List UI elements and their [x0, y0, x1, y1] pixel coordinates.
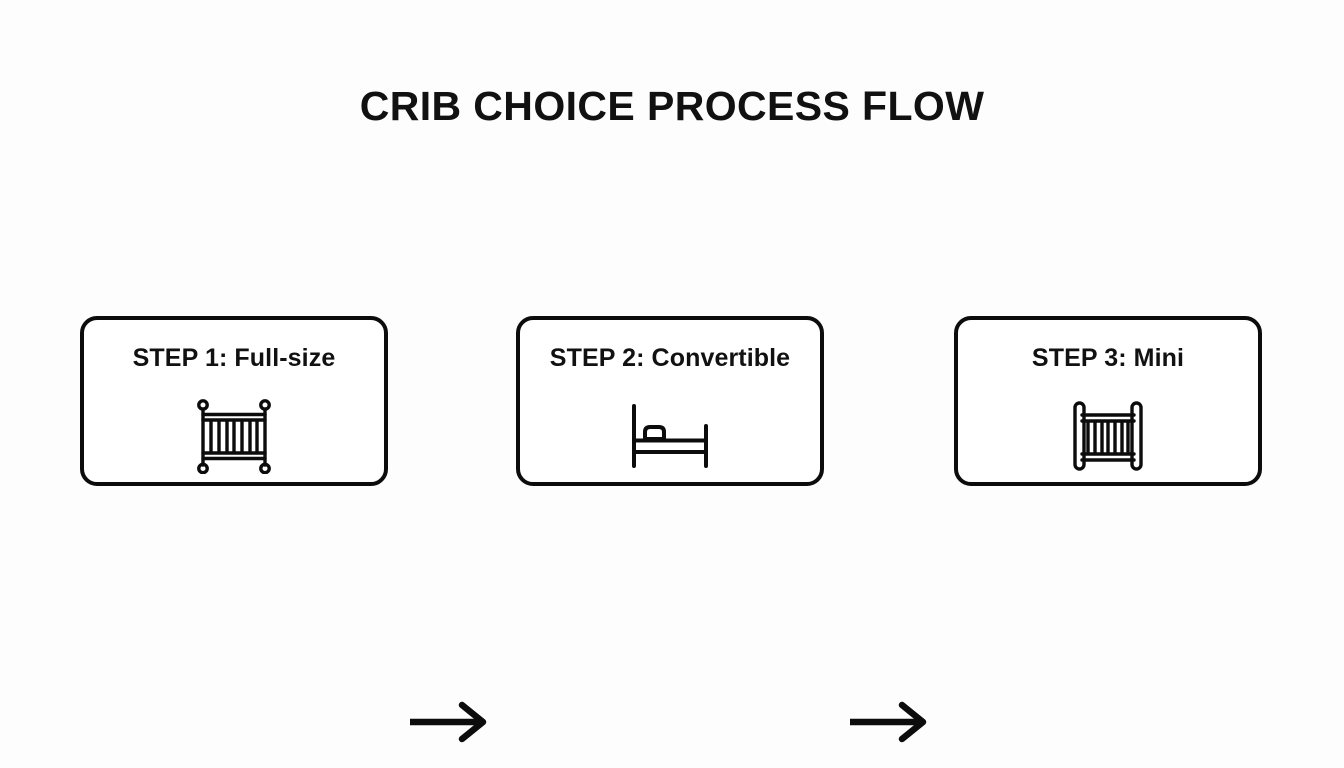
page-title: CRIB CHOICE PROCESS FLOW	[359, 83, 985, 129]
full-size-crib-icon	[197, 399, 271, 474]
step-card-mini[interactable]: STEP 3: Mini	[954, 316, 1262, 486]
step-1-label: STEP 1: Full-size	[132, 344, 336, 372]
arrow-right-icon-2	[850, 701, 927, 743]
mini-crib-icon	[1073, 401, 1143, 471]
arrow-right-icon-1	[410, 701, 487, 743]
process-flow-row: STEP 1: Full-size	[0, 316, 1344, 743]
step-3-label: STEP 3: Mini	[1031, 344, 1185, 372]
convertible-bed-icon	[632, 404, 708, 468]
step-2-label: STEP 2: Convertible	[549, 344, 791, 372]
step-card-full-size[interactable]: STEP 1: Full-size	[80, 316, 388, 486]
step-card-convertible[interactable]: STEP 2: Convertible	[516, 316, 824, 486]
